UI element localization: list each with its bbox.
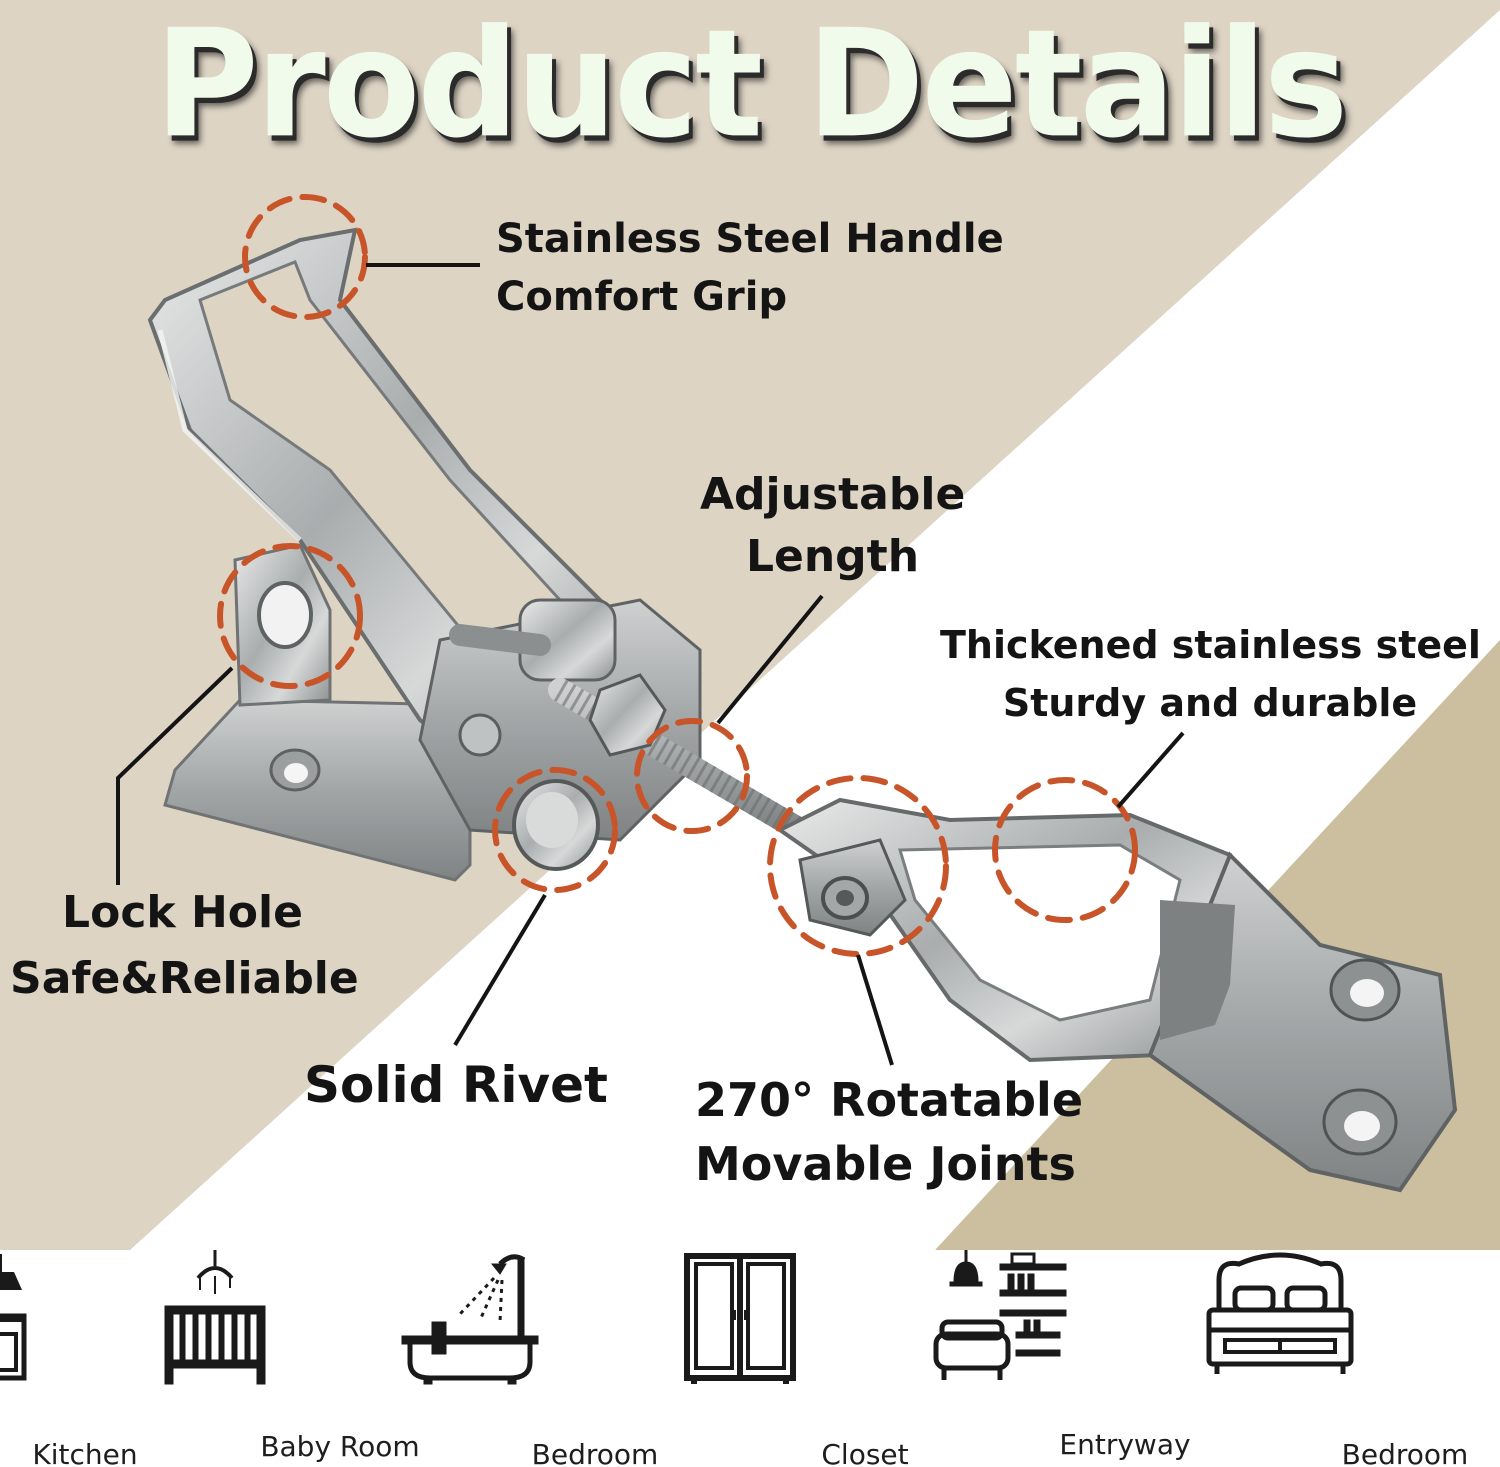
bed-icon [1206, 1252, 1354, 1374]
thickened-highlight-circle [992, 777, 1138, 923]
application-baby-room: Baby Room [164, 1250, 465, 1467]
application-kitchen-label: Kitchen [32, 1438, 138, 1467]
callout-rivet: Solid Rivet [304, 1056, 608, 1114]
callout-rotatable: 270° Rotatable Movable Joints [695, 1068, 1084, 1196]
callout-handle-line2: Comfort Grip [496, 274, 788, 320]
wardrobe-icon [684, 1253, 796, 1384]
bathtub-icon [401, 1254, 539, 1385]
callout-thickened: Thickened stainless steel Sturdy and dur… [940, 616, 1481, 732]
callout-adjustable: Adjustable Length [700, 464, 965, 588]
callout-handle-line1: Stainless Steel Handle [496, 216, 1004, 262]
application-kitchen: Kitchen [0, 1250, 210, 1467]
handle-highlight-circle [242, 194, 368, 320]
callout-rotatable-line1: 270° Rotatable [695, 1073, 1084, 1127]
latch-catch [776, 797, 1458, 1193]
crib-icon [164, 1250, 266, 1385]
applications-row: Kitchen Baby Room [0, 1250, 1500, 1467]
page-title: Product Details [154, 0, 1349, 172]
beige-background [0, 0, 1500, 1250]
entryway-icon [933, 1250, 1067, 1380]
adjustable-highlight-circle [634, 718, 750, 834]
background-and-latch [0, 0, 1500, 1250]
callout-rotatable-line2: Movable Joints [695, 1137, 1076, 1191]
callout-lockhole-line2: Safe&Reliable [10, 953, 359, 1004]
callout-thickened-line2: Sturdy and durable [1002, 681, 1418, 725]
lockhole-highlight-circle [217, 543, 363, 689]
application-closet-label: Closet [821, 1438, 909, 1467]
application-baby-room-label: Baby Room [260, 1430, 420, 1463]
latch-base-plate [163, 543, 472, 882]
application-bedroom-1-label: Bedroom [531, 1438, 659, 1467]
application-bedroom-2-label: Bedroom [1341, 1438, 1469, 1467]
callout-handle: Stainless Steel Handle Comfort Grip [496, 210, 1004, 326]
callout-adjustable-line2: Length [745, 531, 920, 582]
application-entryway: Entryway [933, 1250, 1250, 1467]
callout-thickened-line1: Thickened stainless steel [940, 623, 1481, 667]
callout-adjustable-line1: Adjustable [700, 469, 966, 520]
joint-highlight-circle [767, 775, 949, 957]
application-closet: Closet [684, 1250, 990, 1467]
leader-lines [116, 263, 1185, 1066]
kitchen-icon [0, 1254, 27, 1381]
application-entryway-label: Entryway [1059, 1428, 1191, 1461]
latch-pivot-assembly [418, 598, 812, 871]
callout-lockhole-line1: Lock Hole [62, 887, 303, 938]
highlight-circles [217, 194, 1138, 957]
callout-lockhole: Lock Hole Safe&Reliable [10, 880, 359, 1012]
application-bedroom-1: Bedroom [401, 1250, 720, 1467]
application-bedroom-2: Bedroom [1206, 1250, 1500, 1467]
rivet-highlight-circle [492, 767, 618, 893]
